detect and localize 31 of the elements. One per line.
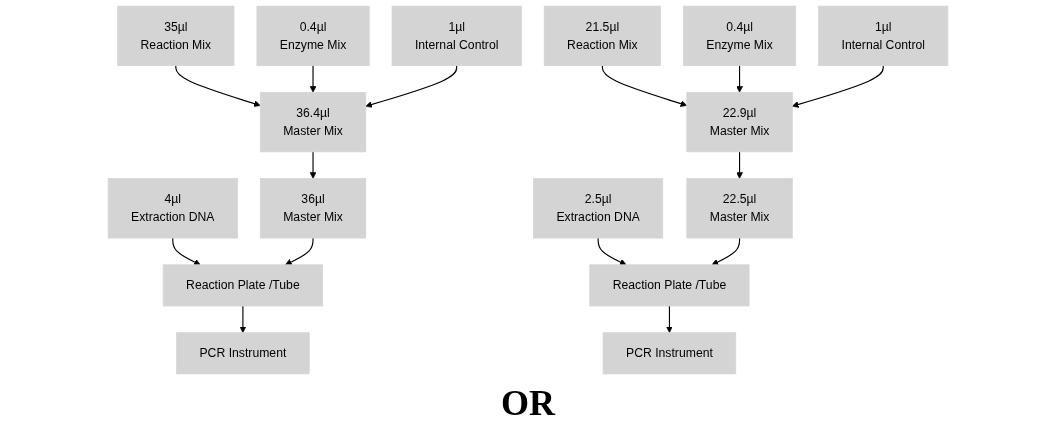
arrow [736,65,743,93]
arrow [711,237,741,266]
node-box: 0.4µl Enzyme Mix [683,5,797,66]
node-box: Reaction Plate /Tube [162,264,323,307]
arrow [285,237,314,266]
node-box: 36µl Master Mix [259,178,367,239]
arrow [365,65,458,108]
separator-text: OR [501,383,555,423]
arrow [666,305,673,333]
arrow [309,65,317,93]
node-box: 0.4µl Enzyme Mix [256,5,370,66]
node-box: 35µl Reaction Mix [117,5,235,66]
node-box: 36.4µl Master Mix [259,91,367,153]
node-box: 1µl Internal Control [391,5,522,66]
arrow [309,151,317,179]
node-box: 22.5µl Master Mix [686,178,793,239]
node-box: PCR Instrument [176,332,310,375]
node-box: Reaction Plate /Tube [589,264,750,307]
arrow [736,151,743,179]
node-box: 4µl Extraction DNA [107,178,238,239]
arrow [601,65,688,107]
node-box: 1µl Internal Control [818,5,949,66]
node-box: 22.9µl Master Mix [686,91,793,153]
node-box: 2.5µl Extraction DNA [533,178,664,239]
node-box: 21.5µl Reaction Mix [543,5,661,66]
arrow [597,237,627,266]
arrow [792,65,884,108]
node-box: PCR Instrument [602,332,737,375]
arrow [239,305,247,333]
arrow [175,65,261,107]
arrow [172,237,201,266]
